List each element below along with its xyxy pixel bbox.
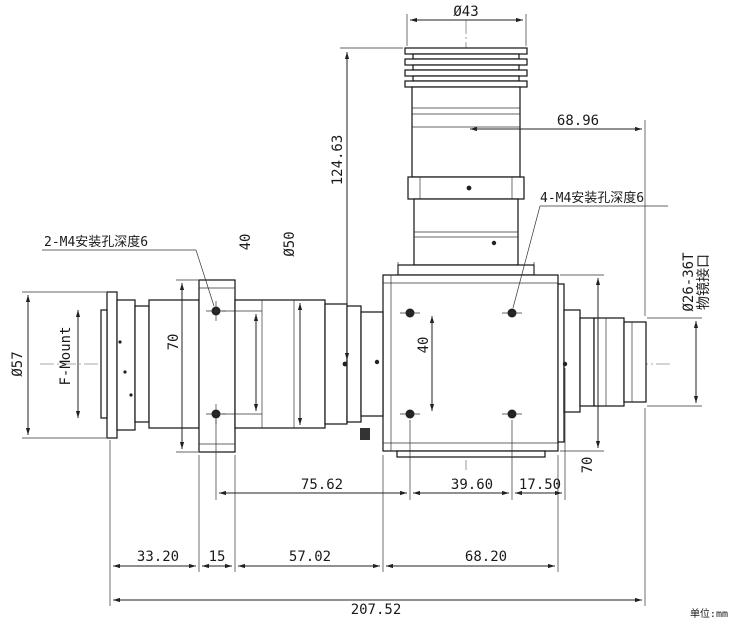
- right-port: [562, 309, 647, 413]
- mounting-holes: [206, 301, 522, 424]
- dim-diameter-50: Ø50: [282, 231, 298, 256]
- dim-seg-33-20: 33.20: [137, 549, 179, 565]
- left-tube: [100, 279, 384, 453]
- dim-seg-68-20: 68.20: [465, 549, 507, 565]
- dimension-lines: [22, 14, 702, 606]
- dimension-texts: Ø43 124.63 68.96 40 Ø50 70 Ø57 F-Mount 4…: [10, 4, 728, 619]
- label-right-mount-holes: 4-M4安装孔深度6: [540, 190, 644, 206]
- dim-height-70-left: 70: [166, 334, 182, 351]
- dim-offset-17-50: 17.50: [519, 477, 561, 493]
- dim-top-diameter: Ø43: [453, 4, 478, 20]
- dim-diameter-57: Ø57: [10, 351, 26, 376]
- dim-offset-39-60: 39.60: [451, 477, 493, 493]
- label-f-mount: F-Mount: [58, 326, 74, 385]
- dim-offset-75-62: 75.62: [301, 477, 343, 493]
- dim-offset-68-96: 68.96: [557, 113, 599, 129]
- label-objective-thread: Ø26-36T: [681, 252, 697, 312]
- label-unit: 单位:mm: [690, 607, 728, 619]
- dim-total-207-52: 207.52: [351, 602, 402, 618]
- label-objective-interface: 物镜接口: [695, 254, 712, 310]
- main-body: [382, 274, 565, 458]
- dim-hole-spacing-40-center: 40: [416, 337, 432, 354]
- dim-seg-15: 15: [209, 549, 226, 565]
- dim-seg-57-02: 57.02: [289, 549, 331, 565]
- leader-lines: [42, 205, 668, 309]
- top-column: [397, 47, 535, 276]
- dim-hole-spacing-40-left: 40: [238, 234, 254, 251]
- label-left-mount-holes: 2-M4安装孔深度6: [44, 234, 148, 250]
- dim-height-70-right: 70: [580, 457, 596, 474]
- dim-height-124: 124.63: [330, 135, 346, 186]
